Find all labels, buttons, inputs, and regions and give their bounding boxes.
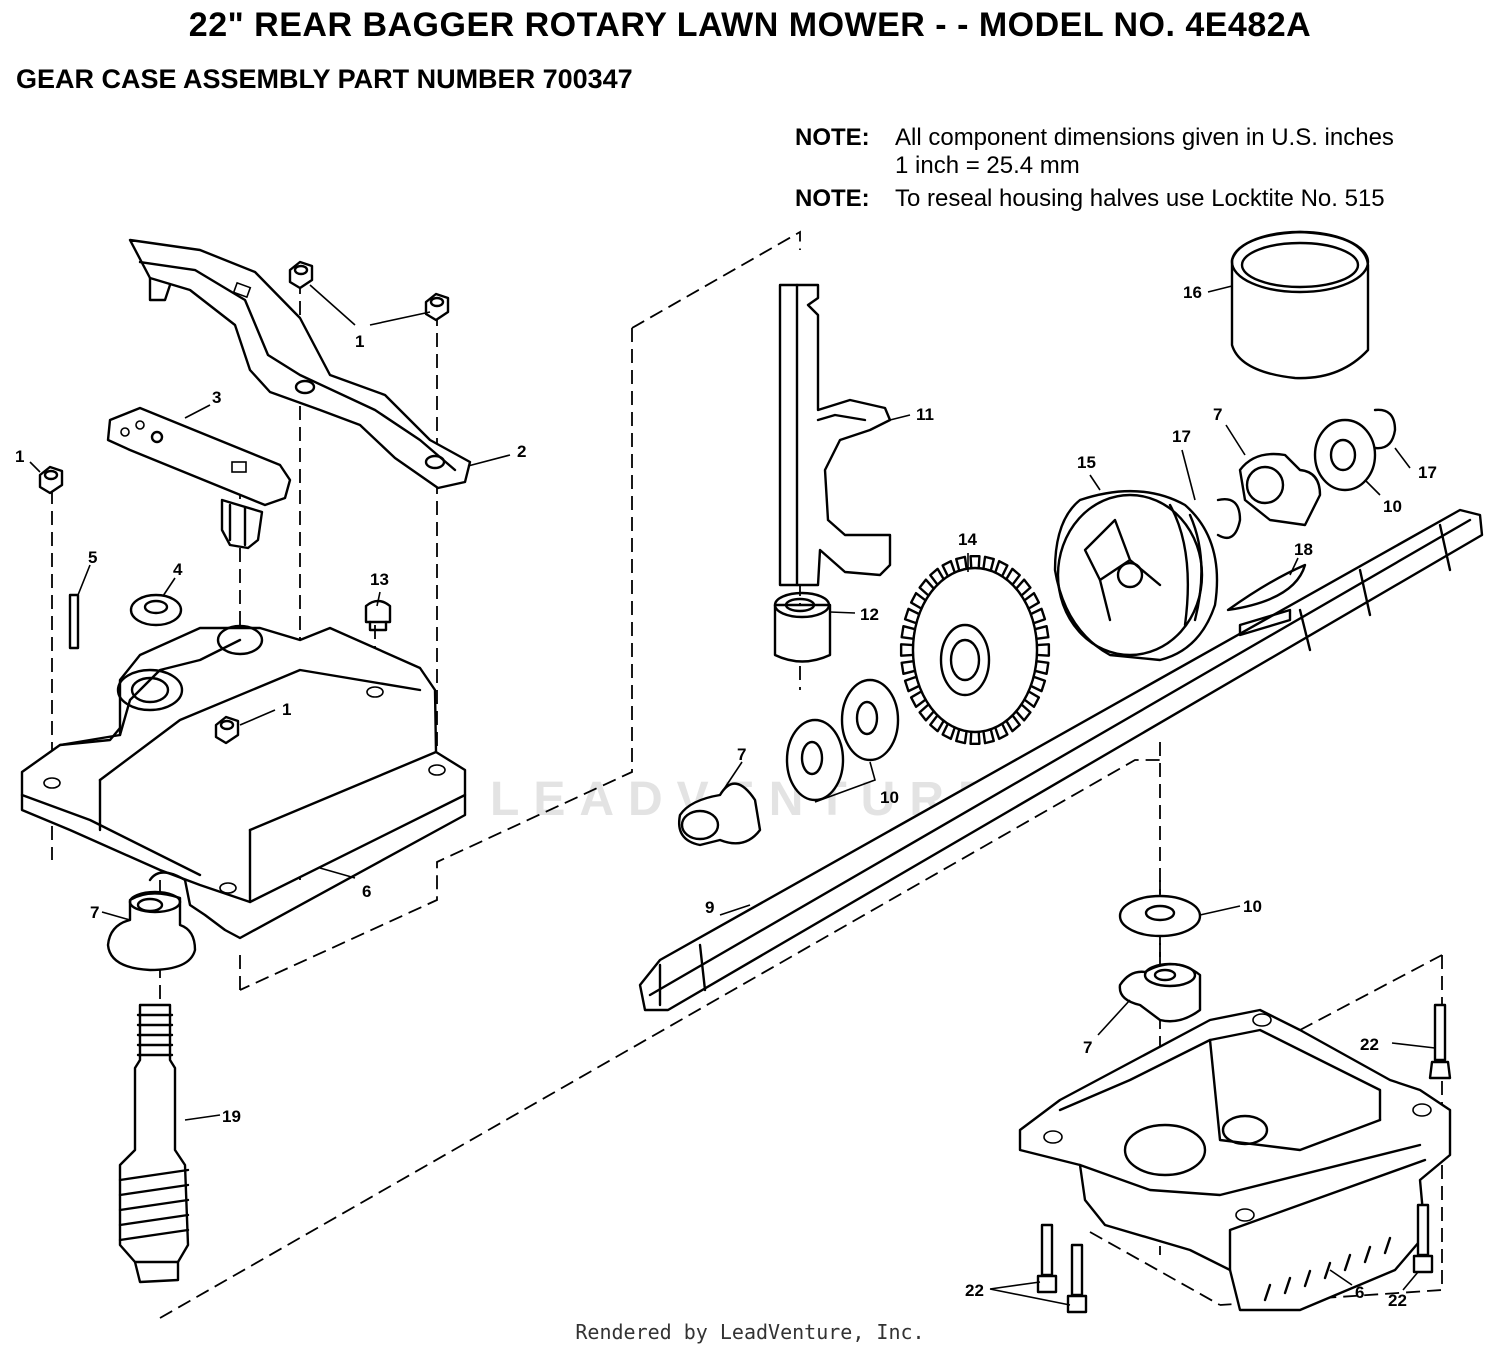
part-10-washer-right [1313, 418, 1377, 492]
callout-2: 2 [517, 442, 526, 461]
callout-22: 22 [1388, 1291, 1407, 1310]
callout-1: 1 [282, 700, 291, 719]
page-title: 22" REAR BAGGER ROTARY LAWN MOWER - - MO… [188, 6, 1312, 44]
gear-tooth [969, 730, 981, 746]
part-5-pin [68, 593, 80, 650]
callout-5: 5 [88, 548, 97, 567]
note-reseal: NOTE: To reseal housing halves use Lockti… [795, 185, 1385, 213]
part-3-lever [106, 406, 292, 550]
part-4-washer [129, 593, 183, 627]
callout-7: 7 [90, 903, 99, 922]
nut-icon [38, 465, 64, 495]
callout-22: 22 [965, 1281, 984, 1300]
callout-18: 18 [1294, 540, 1313, 559]
part-18-key [1226, 563, 1307, 612]
note-line: All component dimensions given in U.S. i… [895, 124, 1394, 151]
part-1-nuts [38, 260, 450, 745]
callout-7: 7 [1083, 1038, 1092, 1057]
callout-11: 11 [916, 405, 934, 424]
callout-9: 9 [705, 898, 714, 917]
part-17-retaining-clips [1216, 408, 1397, 540]
note-label: NOTE: [795, 185, 870, 212]
callout-6: 6 [362, 882, 371, 901]
callout-17: 17 [1418, 463, 1437, 482]
screw-icon [1066, 1243, 1088, 1314]
callout-labels: 1 1 1 2 3 4 5 6 6 7 7 7 7 9 10 10 10 11 … [15, 283, 1437, 1310]
callout-1: 1 [15, 447, 24, 466]
nut-icon [424, 292, 450, 322]
part-6-lower-housing [1018, 1008, 1452, 1312]
part-10-washers [785, 678, 900, 802]
part-2-bracket [128, 238, 472, 490]
callout-14: 14 [958, 530, 977, 549]
part-11-shift-fork [778, 283, 892, 587]
part-13-plug [364, 599, 392, 632]
callout-7: 7 [737, 745, 746, 764]
footer-credit: Rendered by LeadVenture, Inc. [575, 1320, 925, 1344]
part-7-bushing-middle [678, 782, 762, 847]
note-label: NOTE: [795, 124, 870, 151]
callout-22: 22 [1360, 1035, 1379, 1054]
screw-icon [1412, 1203, 1434, 1274]
part-7-bushing-right [1238, 452, 1322, 527]
part-19-worm-shaft [118, 1003, 190, 1284]
callout-10: 10 [1243, 897, 1262, 916]
part-14-helical-gear [899, 554, 1051, 746]
callout-3: 3 [212, 388, 221, 407]
note-dimensions: NOTE: All component dimensions given in U… [795, 124, 1394, 180]
screw-icon [1428, 1003, 1452, 1080]
screw-icon [1036, 1223, 1058, 1294]
nut-icon [214, 715, 240, 745]
callout-12: 12 [860, 605, 879, 624]
part-7-bushing [106, 890, 197, 972]
gear-tooth [899, 643, 915, 657]
part-7-bushing-lower [1118, 962, 1202, 1023]
part-9-main-shaft [638, 508, 1484, 1012]
callout-15: 15 [1077, 453, 1096, 472]
part-16-bearing [1230, 230, 1370, 380]
callout-19: 19 [222, 1107, 241, 1126]
page-subtitle: GEAR CASE ASSEMBLY PART NUMBER 700347 [16, 64, 633, 94]
part-12-spacer [773, 591, 832, 663]
part-15-clutch [1053, 489, 1219, 662]
callout-7: 7 [1213, 405, 1222, 424]
gear-tooth [969, 554, 981, 570]
callout-16: 16 [1183, 283, 1202, 302]
note-text: All component dimensions given in U.S. i… [895, 124, 1394, 180]
callout-1: 1 [355, 332, 364, 351]
gear-tooth [1035, 643, 1051, 657]
callout-10: 10 [880, 788, 899, 807]
callout-17: 17 [1172, 427, 1191, 446]
nut-icon [288, 260, 314, 290]
callout-6: 6 [1355, 1283, 1364, 1302]
note-text: To reseal housing halves use Locktite No… [895, 185, 1385, 212]
part-22-screws [1036, 1003, 1452, 1314]
part-10-washer-lower [1118, 894, 1202, 938]
callout-4: 4 [173, 560, 183, 579]
leader-lines [29, 284, 1436, 1306]
callout-13: 13 [370, 570, 389, 589]
part-6-upper-housing [20, 624, 467, 940]
note-line: 1 inch = 25.4 mm [895, 152, 1080, 179]
callout-10: 10 [1383, 497, 1402, 516]
